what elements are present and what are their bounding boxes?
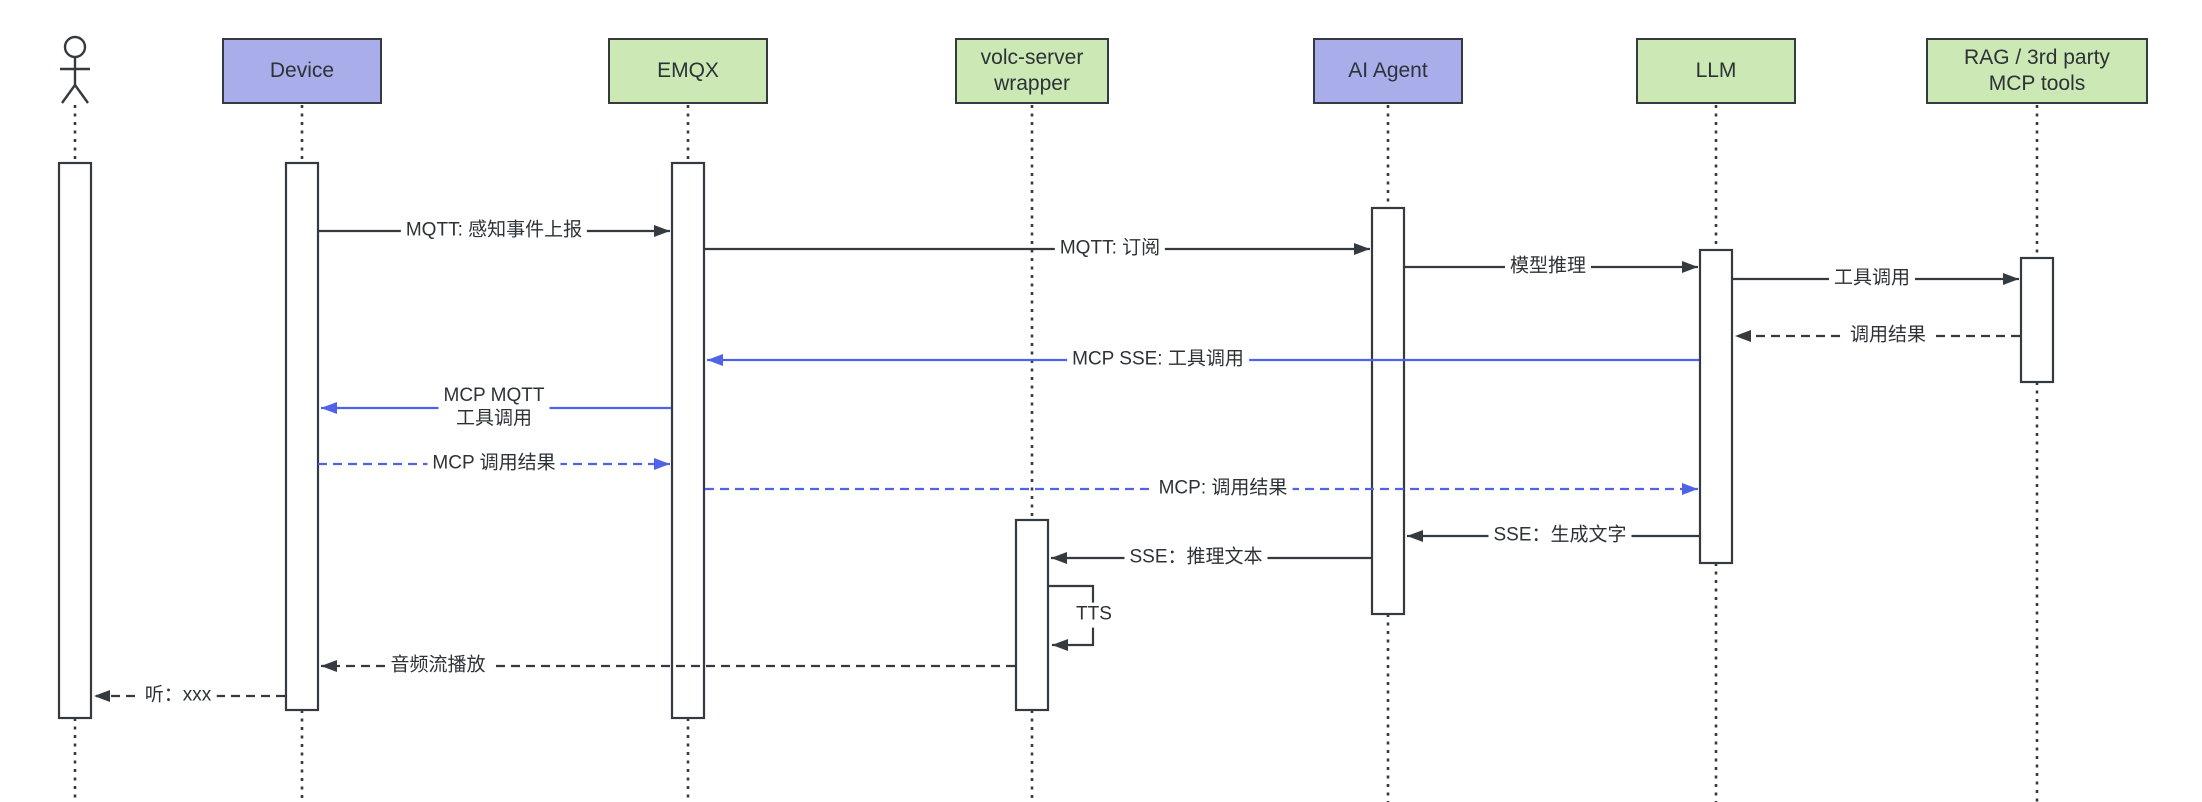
message-label-mcp-call-result: MCP 调用结果 (427, 451, 561, 477)
activation-bars (57, 161, 2055, 720)
participant-rag-mcp-tools: RAG / 3rd party MCP tools (1926, 38, 2148, 104)
actor-user-icon (60, 35, 90, 104)
participant-llm: LLM (1636, 38, 1796, 104)
activation-volc (1014, 518, 1050, 712)
message-label-model-infer: 模型推理 (1504, 254, 1592, 280)
activation-rag (2019, 256, 2055, 384)
message-label-audio-stream: 音频流播放 (385, 653, 491, 679)
message-label-mcp-sse-toolcall: MCP SSE: 工具调用 (1067, 347, 1249, 373)
activation-device (284, 161, 320, 712)
activation-llm (1698, 248, 1734, 565)
message-label-tts: TTS (1071, 602, 1117, 628)
message-label-call-result: 调用结果 (1844, 323, 1932, 349)
activation-user (57, 161, 93, 720)
message-label-mqtt-subscribe: MQTT: 订阅 (1054, 236, 1166, 262)
participant-ai-agent: AI Agent (1313, 38, 1463, 104)
participant-emqx: EMQX (608, 38, 768, 104)
participant-volc-server-wrapper: volc-server wrapper (955, 38, 1109, 104)
message-label-sse-gen-text: SSE：生成文字 (1488, 523, 1632, 549)
lifelines (73, 105, 2039, 802)
activation-agent (1370, 206, 1406, 616)
message-label-mcp-result-llm: MCP: 调用结果 (1153, 476, 1293, 502)
message-label-mcp-mqtt-toolcall: MCP MQTT 工具调用 (438, 384, 550, 432)
activation-emqx (670, 161, 706, 720)
message-label-sse-infer-text: SSE：推理文本 (1124, 545, 1268, 571)
message-label-listen: 听：xxx (139, 683, 217, 709)
message-label-mqtt-report: MQTT: 感知事件上报 (400, 218, 588, 244)
participant-device: Device (222, 38, 382, 104)
message-label-tool-call: 工具调用 (1828, 266, 1916, 292)
